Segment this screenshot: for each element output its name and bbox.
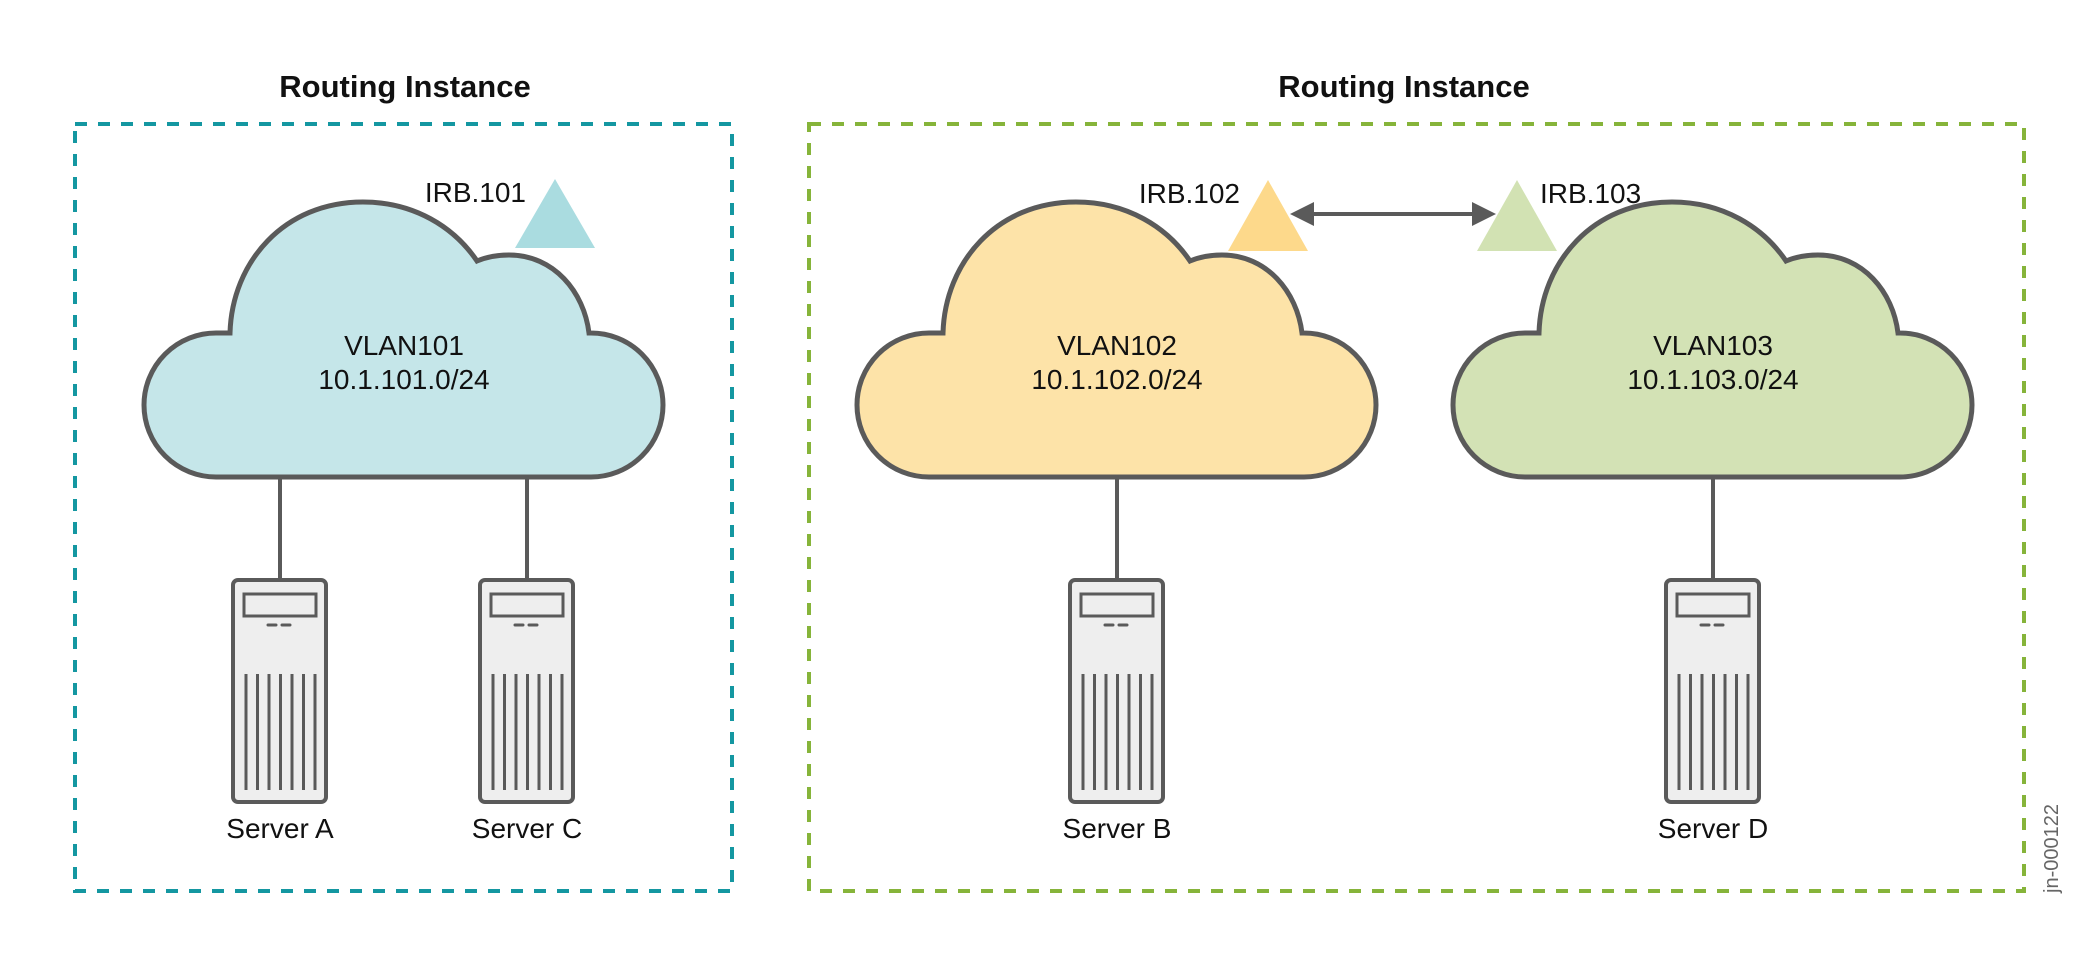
routing-instance-title: Routing Instance <box>279 69 530 104</box>
routing-instance-left: Routing Instance <box>73 69 734 893</box>
routing-instance-border <box>807 122 2026 893</box>
vlan-subnet: 10.1.103.0/24 <box>1627 364 1798 395</box>
vlan-subnet: 10.1.101.0/24 <box>318 364 489 395</box>
vlan-name: VLAN102 <box>1057 330 1177 361</box>
server-label: Server A <box>226 813 334 844</box>
server-d: Server D <box>1658 578 1768 844</box>
vlan-103: VLAN103 10.1.103.0/24 IRB.103 <box>1453 178 1972 477</box>
server-icon <box>1664 578 1761 804</box>
irb-label: IRB.101 <box>425 177 526 208</box>
vlan-name: VLAN101 <box>344 330 464 361</box>
server-label: Server D <box>1658 813 1768 844</box>
irb-triangle-icon <box>1228 180 1308 251</box>
server-label: Server C <box>472 813 582 844</box>
server-icon <box>1068 578 1165 804</box>
server-c: Server C <box>472 578 582 844</box>
server-a: Server A <box>226 578 334 844</box>
vlan-subnet: 10.1.102.0/24 <box>1031 364 1202 395</box>
routing-instance-right: Routing Instance <box>807 69 2026 893</box>
server-b: Server B <box>1063 578 1172 844</box>
vlan-name: VLAN103 <box>1653 330 1773 361</box>
vlan-101: VLAN101 10.1.101.0/24 IRB.101 <box>144 177 663 477</box>
irb-label: IRB.103 <box>1540 178 1641 209</box>
irb-triangle-icon <box>1477 180 1557 251</box>
server-links <box>278 477 1715 580</box>
vlan-102: VLAN102 10.1.102.0/24 IRB.102 <box>857 178 1376 477</box>
routing-instance-title: Routing Instance <box>1278 69 1529 104</box>
figure-id: jn-000122 <box>2041 804 2063 894</box>
server-icon <box>231 578 328 804</box>
server-icon <box>478 578 575 804</box>
irb-triangle-icon <box>515 179 595 248</box>
routing-instance-border <box>73 122 734 893</box>
server-label: Server B <box>1063 813 1172 844</box>
irb-label: IRB.102 <box>1139 178 1240 209</box>
